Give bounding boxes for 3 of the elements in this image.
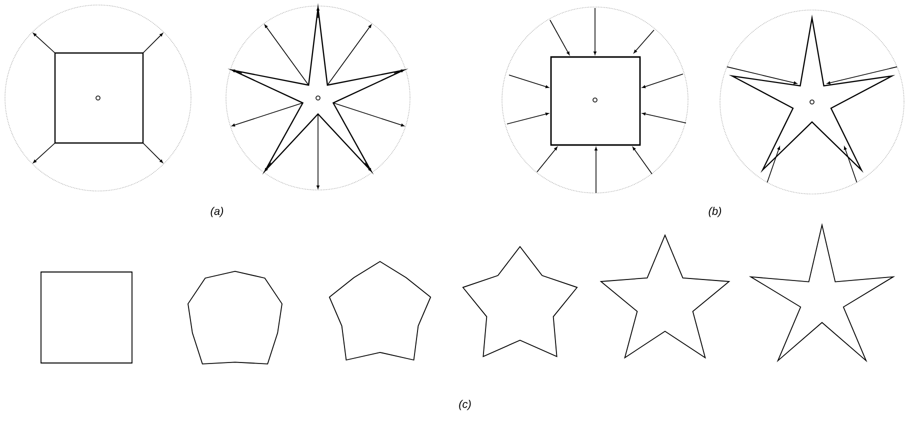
panel-label: (a) xyxy=(210,206,224,218)
panel-label: (b) xyxy=(708,206,722,218)
panel-label: (c) xyxy=(459,400,471,410)
